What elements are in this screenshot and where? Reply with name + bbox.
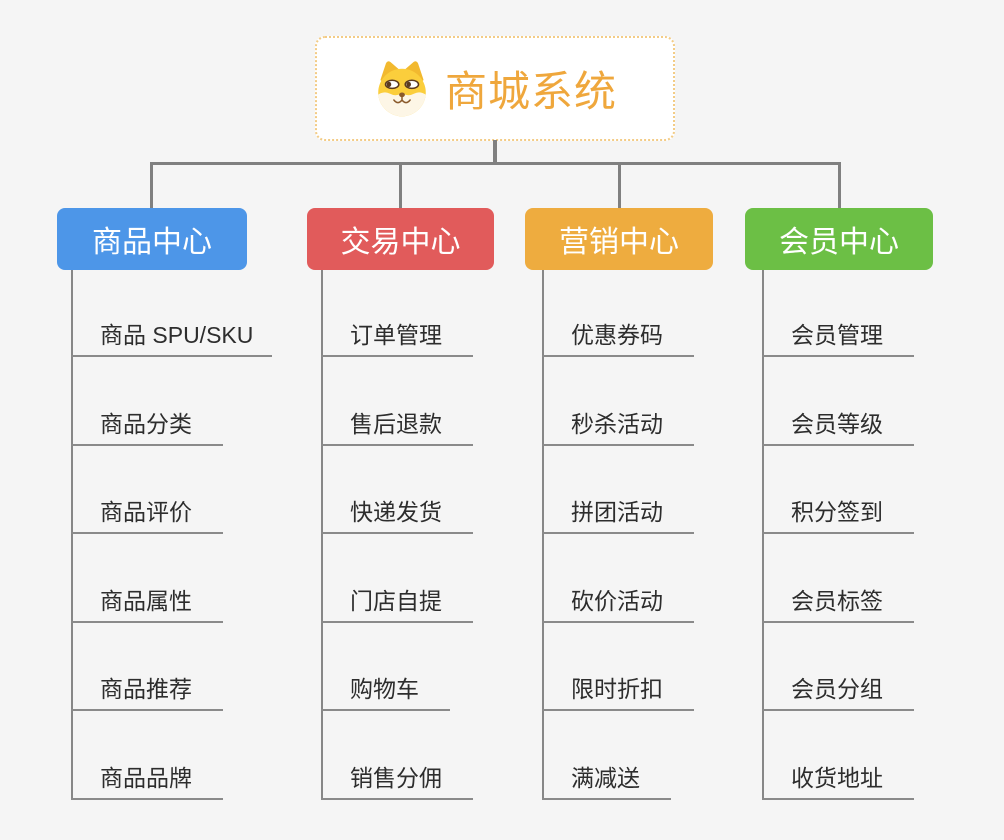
branch-label: 营销中心 xyxy=(559,226,679,259)
connector-drop-marketing xyxy=(618,164,621,210)
topic-item[interactable]: 售后退款 xyxy=(321,404,473,446)
topic-item[interactable]: 优惠券码 xyxy=(542,315,694,357)
branch-node-trade[interactable]: 交易中心 xyxy=(307,208,494,270)
topic-item[interactable]: 商品属性 xyxy=(71,581,223,623)
topic-item[interactable]: 拼团活动 xyxy=(542,492,694,534)
topic-item[interactable]: 商品评价 xyxy=(71,492,223,534)
topic-item[interactable]: 会员管理 xyxy=(762,315,914,357)
connector-drop-members xyxy=(838,164,841,210)
connector-drop-trade xyxy=(399,164,402,210)
topic-item[interactable]: 快递发货 xyxy=(321,492,473,534)
connector-root-drop xyxy=(493,140,497,165)
root-title: 商城系统 xyxy=(444,68,617,115)
topic-item[interactable]: 门店自提 xyxy=(321,581,473,623)
trunk-marketing xyxy=(542,270,544,800)
trunk-trade xyxy=(321,270,323,800)
topic-item[interactable]: 满减送 xyxy=(542,758,671,800)
branch-label: 会员中心 xyxy=(779,226,899,259)
branch-node-products[interactable]: 商品中心 xyxy=(57,208,247,270)
topic-item[interactable]: 商品品牌 xyxy=(71,758,223,800)
topic-item[interactable]: 积分签到 xyxy=(762,492,914,534)
topic-item[interactable]: 会员标签 xyxy=(762,581,914,623)
branch-label: 交易中心 xyxy=(340,226,461,259)
topic-item[interactable]: 秒杀活动 xyxy=(542,404,694,446)
trunk-members xyxy=(762,270,764,800)
topic-item[interactable]: 商品推荐 xyxy=(71,669,223,711)
topic-item[interactable]: 会员分组 xyxy=(762,669,914,711)
topic-item[interactable]: 销售分佣 xyxy=(321,758,473,800)
shiba-dog-icon xyxy=(373,60,431,118)
topic-item[interactable]: 商品分类 xyxy=(71,404,223,446)
branch-label: 商品中心 xyxy=(92,226,212,259)
topic-item[interactable]: 订单管理 xyxy=(321,315,473,357)
topic-item[interactable]: 限时折扣 xyxy=(542,669,694,711)
branch-node-marketing[interactable]: 营销中心 xyxy=(525,208,713,270)
branch-node-members[interactable]: 会员中心 xyxy=(745,208,933,270)
connector-drop-products xyxy=(150,164,153,210)
connector-bus xyxy=(150,162,841,165)
topic-item[interactable]: 收货地址 xyxy=(762,758,914,800)
root-node[interactable]: 商城系统 xyxy=(315,36,675,141)
topic-item[interactable]: 商品 SPU/SKU xyxy=(71,315,272,357)
topic-item[interactable]: 砍价活动 xyxy=(542,581,694,623)
topic-item[interactable]: 会员等级 xyxy=(762,404,914,446)
topic-item[interactable]: 购物车 xyxy=(321,669,450,711)
trunk-products xyxy=(71,270,73,800)
